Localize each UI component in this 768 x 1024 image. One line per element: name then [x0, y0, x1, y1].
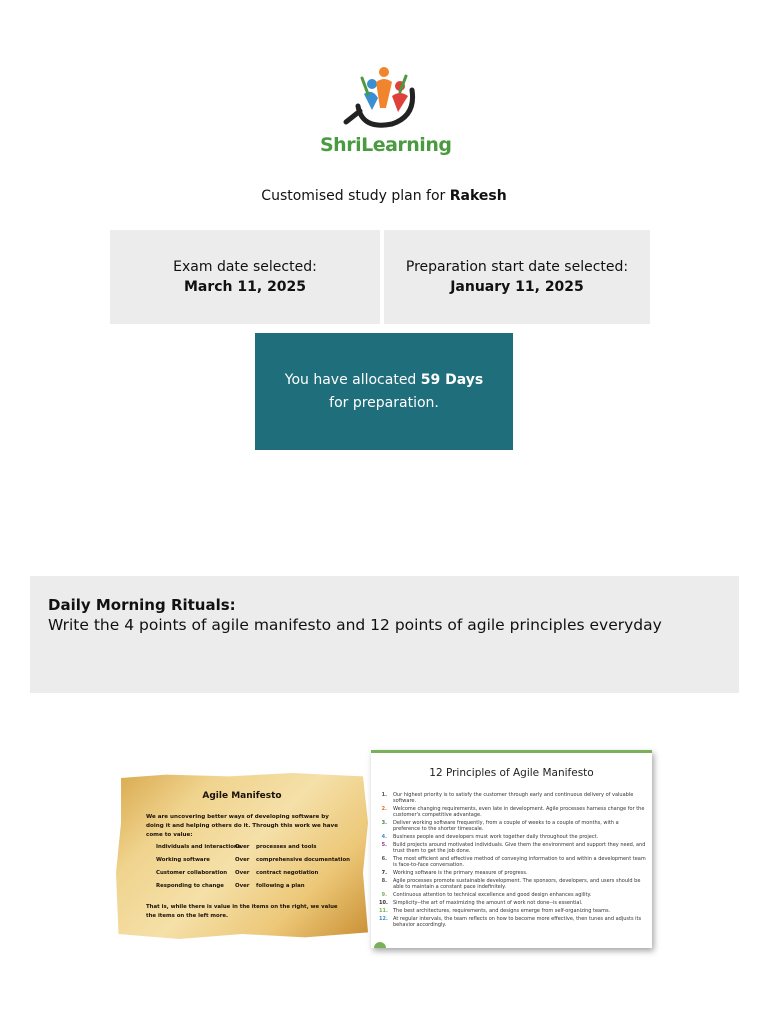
principle-number: 12.: [379, 916, 388, 923]
manifesto-over: Over: [235, 844, 250, 850]
manifesto-footer: That is, while there is value in the ite…: [146, 904, 338, 919]
manifesto-left: Responding to change: [156, 883, 224, 889]
prep-date-value: January 11, 2025: [450, 279, 584, 295]
agile-manifesto-image: Agile Manifesto We are uncovering better…: [116, 773, 368, 939]
manifesto-title: Agile Manifesto: [202, 791, 282, 801]
prep-date-label: Preparation start date selected:: [405, 259, 629, 275]
exam-date-label: Exam date selected:: [173, 259, 317, 275]
principle-text: Working software is the primary measure …: [393, 870, 528, 877]
principle-number: 3.: [381, 820, 387, 827]
principle-item: 1. Our highest priority is to satisfy the…: [379, 792, 647, 804]
student-name: Rakesh: [449, 188, 507, 204]
principle-text: At regular intervals, the team reflects …: [393, 916, 642, 929]
manifesto-right: contract negotiation: [256, 870, 319, 876]
principles-list: 1. Our highest priority is to satisfy the…: [379, 792, 647, 930]
principle-number: 5.: [381, 842, 387, 849]
principle-text: Simplicity--the art of maximizing the am…: [393, 900, 583, 907]
principle-number: 1.: [381, 792, 387, 798]
shrilearning-logo-icon: [343, 67, 416, 128]
exam-date-card: Exam date selected: March 11, 2025: [110, 230, 380, 324]
manifesto-left: Working software: [156, 857, 210, 863]
manifesto-intro: We are uncovering better ways of develop…: [146, 814, 338, 838]
manifesto-right: following a plan: [256, 883, 305, 889]
ritual-title: Daily Morning Rituals:: [48, 596, 236, 614]
allocation-prefix: You have allocated: [284, 371, 421, 388]
principle-text: Continuous attention to technical excell…: [393, 892, 592, 899]
allocation-banner: You have allocated 59 Days for preparati…: [255, 333, 513, 450]
principle-text: Build projects around motivated individu…: [393, 842, 646, 855]
principle-number: 10.: [379, 900, 388, 907]
principle-text: The most efficient and effective method …: [393, 856, 646, 869]
manifesto-over: Over: [235, 857, 250, 863]
principle-number: 4.: [381, 834, 387, 841]
brand-name: ShriLearning: [320, 134, 452, 156]
principle-text: The best architectures, requirements, an…: [393, 908, 611, 915]
manifesto-over: Over: [235, 883, 250, 889]
principle-item: 12. At regular intervals, the team reflec…: [379, 916, 647, 928]
principles-title: 12 Principles of Agile Manifesto: [429, 767, 594, 779]
principle-item: 5. Build projects around motivated indivi…: [379, 842, 647, 854]
plan-prefix: Customised study plan for: [261, 188, 450, 204]
principle-number: 7.: [381, 870, 387, 877]
principle-number: 6.: [381, 856, 387, 863]
manifesto-left: Individuals and interactions: [156, 844, 241, 850]
decorative-dot: [374, 942, 386, 948]
exam-date-value: March 11, 2025: [183, 279, 307, 295]
agile-principles-image: 12 Principles of Agile Manifesto 1. Our h…: [371, 750, 652, 948]
daily-ritual-panel: Daily Morning Rituals: Write the 4 point…: [30, 576, 739, 693]
principle-text: Business people and developers must work…: [393, 834, 599, 841]
principle-text: Our highest priority is to satisfy the c…: [393, 792, 634, 805]
plan-subtitle: Customised study plan for Rakesh: [0, 188, 768, 204]
manifesto-over: Over: [235, 870, 250, 876]
principle-number: 9.: [381, 892, 387, 899]
principle-item: 11. The best architectures, requirements,…: [379, 908, 647, 914]
principle-text: Welcome changing requirements, even late…: [393, 806, 645, 819]
principle-item: 8. Agile processes promote sustainable de…: [379, 878, 647, 890]
principle-item: 2. Welcome changing requirements, even la…: [379, 806, 647, 818]
manifesto-left: Customer collaboration: [156, 870, 228, 876]
principle-number: 8.: [381, 878, 387, 885]
principle-text: Agile processes promote sustainable deve…: [393, 878, 641, 891]
principle-item: 7. Working software is the primary measur…: [379, 870, 647, 876]
principle-item: 9. Continuous attention to technical exce…: [379, 892, 647, 898]
principle-number: 11.: [379, 908, 388, 915]
principle-item: 3. Deliver working software frequently, f…: [379, 820, 647, 832]
principle-text: Deliver working software frequently, fro…: [393, 820, 619, 833]
principle-item: 6. The most efficient and effective metho…: [379, 856, 647, 868]
principle-item: 10. Simplicity--the art of maximizing the…: [379, 900, 647, 906]
prep-date-card: Preparation start date selected: January…: [384, 230, 650, 324]
principle-item: 4. Business people and developers must wo…: [379, 834, 647, 840]
principle-number: 2.: [381, 806, 387, 813]
allocation-days: 59 Days: [420, 371, 484, 388]
manifesto-right: comprehensive documentation: [256, 857, 351, 863]
allocation-suffix: for preparation.: [329, 394, 439, 411]
manifesto-right: processes and tools: [256, 844, 317, 850]
brand-logo: ShriLearning: [320, 64, 452, 162]
ritual-description: Write the 4 points of agile manifesto an…: [48, 616, 662, 634]
allocation-text: You have allocated 59 Days for preparati…: [273, 369, 495, 415]
